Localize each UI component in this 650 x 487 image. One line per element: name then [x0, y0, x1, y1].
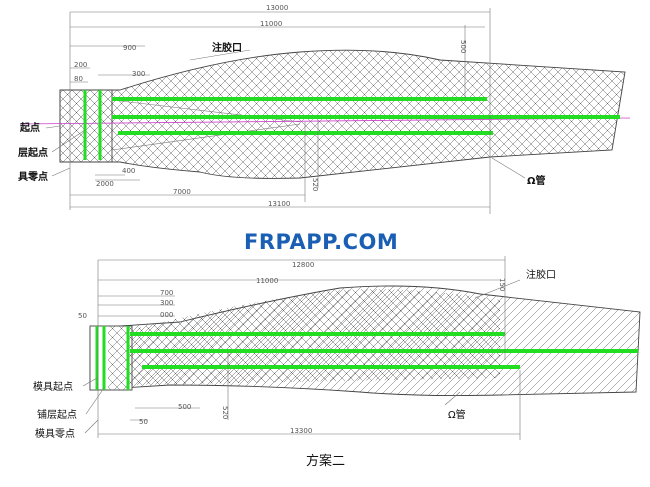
s1-label-mold-start: 起点 [19, 121, 40, 134]
s2-dim-total-top: 12800 [292, 261, 314, 269]
scheme2-drawing: 12800 11000 700 300 000 50 500 520 50 15… [33, 256, 641, 469]
s1-dim-11000: 11000 [260, 20, 282, 28]
s1-dim-80: 80 [74, 75, 83, 83]
s1-dim-900: 900 [123, 44, 136, 52]
s2-dim-50: 50 [78, 312, 87, 320]
scheme2-inner-hatch [130, 289, 500, 385]
s1-dim-500: 500 [459, 40, 467, 53]
s1-dim-400: 400 [122, 167, 135, 175]
s2-dim-150: 150 [498, 278, 506, 291]
s1-dim-200: 200 [74, 61, 87, 69]
s1-label-mold-zero: 具零点 [17, 170, 48, 183]
s2-dim-50b: 50 [139, 418, 148, 426]
s2-dim-total-bottom: 13300 [290, 427, 312, 435]
s2-label-mold-zero: 模具零点 [35, 428, 75, 440]
s1-dim-300: 300 [132, 70, 145, 78]
scheme1-drawing: 13000 11000 900 500 300 200 80 400 2000 … [17, 4, 631, 214]
s1-dim-total-top: 13000 [266, 4, 288, 12]
s1-dim-2000: 2000 [96, 180, 114, 188]
s1-label-omega-tube: Ω管 [527, 174, 546, 187]
s2-dim-300: 300 [160, 299, 173, 307]
s2-dim-700: 700 [160, 289, 173, 297]
scheme1-dimensions: 13000 11000 900 500 300 200 80 400 2000 … [69, 4, 491, 214]
scheme2-caption: 方案二 [306, 453, 345, 469]
s2-dim-11000: 11000 [256, 277, 278, 285]
s1-dim-520: 520 [311, 178, 319, 191]
s1-label-inject-port: 注胶口 [212, 41, 242, 54]
s2-label-mold-start: 模具起点 [33, 381, 73, 393]
s1-dim-total-bottom: 13100 [268, 200, 290, 208]
s2-dim-520: 520 [221, 406, 229, 419]
s2-label-omega-tube: Ω管 [448, 408, 466, 421]
scheme1-blade-outline [59, 49, 626, 179]
s2-label-inject-port: 注胶口 [526, 268, 556, 281]
s2-label-layer-start: 铺层起点 [37, 408, 77, 421]
scheme2-dimensions: 12800 11000 700 300 000 50 500 520 50 15… [78, 256, 521, 440]
s2-dim-500: 500 [178, 403, 191, 411]
s1-label-layer-start: 层起点 [18, 146, 48, 159]
s2-dim-000: 000 [160, 311, 173, 319]
s1-dim-7000: 7000 [173, 188, 191, 196]
watermark-text: FRPAPP.COM [244, 230, 398, 254]
